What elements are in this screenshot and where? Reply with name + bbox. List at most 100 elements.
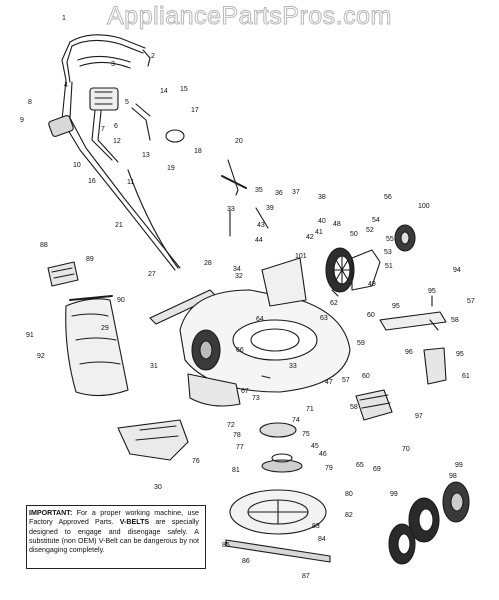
callout-77: 77 — [236, 444, 244, 451]
important-note: IMPORTANT: For a proper working machine,… — [29, 509, 199, 555]
callout-92: 92 — [37, 353, 45, 360]
side-discharge — [117, 419, 189, 461]
callout-94: 94 — [453, 267, 461, 274]
callout-53: 53 — [384, 249, 392, 256]
callout-76: 76 — [192, 458, 200, 465]
callout-28: 28 — [204, 260, 212, 267]
callout-97: 97 — [415, 413, 423, 420]
callout-6: 6 — [114, 123, 118, 130]
control-cable — [127, 169, 179, 269]
callout-21: 21 — [115, 222, 123, 229]
vbelt-label: V-BELTS — [119, 518, 150, 527]
callout-63: 63 — [320, 315, 328, 322]
callout-89: 89 — [86, 256, 94, 263]
callout-47: 47 — [325, 379, 333, 386]
callout-90: 90 — [117, 297, 125, 304]
important-text: For a proper working machine, use Factor… — [29, 509, 199, 527]
callout-33: 33 — [227, 206, 235, 213]
callout-49: 49 — [368, 281, 376, 288]
callout-67: 67 — [241, 388, 249, 395]
callout-27: 27 — [148, 271, 156, 278]
callout-71: 71 — [306, 406, 314, 413]
callout-1: 1 — [62, 15, 66, 22]
important-label: IMPORTANT: — [29, 509, 73, 517]
callout-60: 60 — [362, 373, 370, 380]
callout-58: 58 — [350, 404, 358, 411]
callout-56: 56 — [384, 194, 392, 201]
callout-99: 99 — [455, 462, 463, 469]
callout-91: 91 — [26, 332, 34, 339]
callout-82: 82 — [345, 512, 353, 519]
callout-75: 75 — [302, 431, 310, 438]
callout-50: 50 — [350, 231, 358, 238]
callout-17: 17 — [191, 107, 199, 114]
callout-8: 8 — [28, 99, 32, 106]
callout-95: 95 — [456, 351, 464, 358]
callout-42: 42 — [306, 234, 314, 241]
callout-99: 99 — [390, 491, 398, 498]
callout-81: 81 — [232, 467, 240, 474]
callout-43: 43 — [257, 222, 265, 229]
callout-60: 60 — [367, 312, 375, 319]
handle-knob — [48, 115, 74, 137]
callout-30: 30 — [154, 484, 162, 491]
callout-4: 4 — [64, 82, 68, 89]
callout-70: 70 — [402, 446, 410, 453]
callout-48: 48 — [333, 221, 341, 228]
note-box — [26, 505, 206, 569]
mower-blade — [225, 539, 331, 563]
callout-62: 62 — [330, 300, 338, 307]
callout-79: 79 — [325, 465, 333, 472]
callout-78: 78 — [233, 432, 241, 439]
callout-33: 33 — [289, 363, 297, 370]
callout-83: 83 — [312, 523, 320, 530]
callout-2: 2 — [151, 53, 155, 60]
lower-handle — [61, 79, 181, 271]
callout-19: 19 — [167, 165, 175, 172]
callout-45: 45 — [311, 443, 319, 450]
callout-58: 58 — [451, 317, 459, 324]
callout-80: 80 — [345, 491, 353, 498]
callout-29: 29 — [101, 325, 109, 332]
callout-44: 44 — [255, 237, 263, 244]
callout-52: 52 — [366, 227, 374, 234]
callout-95: 95 — [392, 303, 400, 310]
discharge-chute — [187, 373, 241, 407]
callout-74: 74 — [292, 417, 300, 424]
callout-88: 88 — [40, 242, 48, 249]
callout-64: 64 — [256, 316, 264, 323]
callout-3: 3 — [111, 61, 115, 68]
callout-69: 69 — [373, 466, 381, 473]
callout-38: 38 — [318, 194, 326, 201]
callout-72: 72 — [227, 422, 235, 429]
callout-13: 13 — [142, 152, 150, 159]
callout-31: 31 — [150, 363, 158, 370]
callout-12: 12 — [113, 138, 121, 145]
callout-16: 16 — [88, 178, 96, 185]
control-bar — [77, 55, 131, 69]
vbelt-text: are specially designed to engage and dis… — [29, 518, 199, 555]
callout-101: 101 — [295, 253, 307, 260]
callout-9: 9 — [20, 117, 24, 124]
callout-46: 46 — [319, 451, 327, 458]
callout-39: 39 — [266, 205, 274, 212]
callout-98: 98 — [449, 473, 457, 480]
callout-87: 87 — [302, 573, 310, 580]
grass-bag — [65, 298, 129, 397]
callout-15: 15 — [180, 86, 188, 93]
callout-5: 5 — [125, 99, 129, 106]
callout-18: 18 — [194, 148, 202, 155]
starter-rope — [227, 159, 239, 196]
callout-85: 85 — [222, 542, 230, 549]
callout-7: 7 — [101, 126, 105, 133]
callout-11: 11 — [127, 179, 134, 186]
callout-37: 37 — [292, 189, 300, 196]
callout-36: 36 — [275, 190, 283, 197]
callout-14: 14 — [160, 88, 168, 95]
callout-51: 51 — [385, 263, 393, 270]
callout-34: 34 — [233, 266, 241, 273]
callout-86: 86 — [242, 558, 250, 565]
callout-66: 66 — [236, 347, 244, 354]
